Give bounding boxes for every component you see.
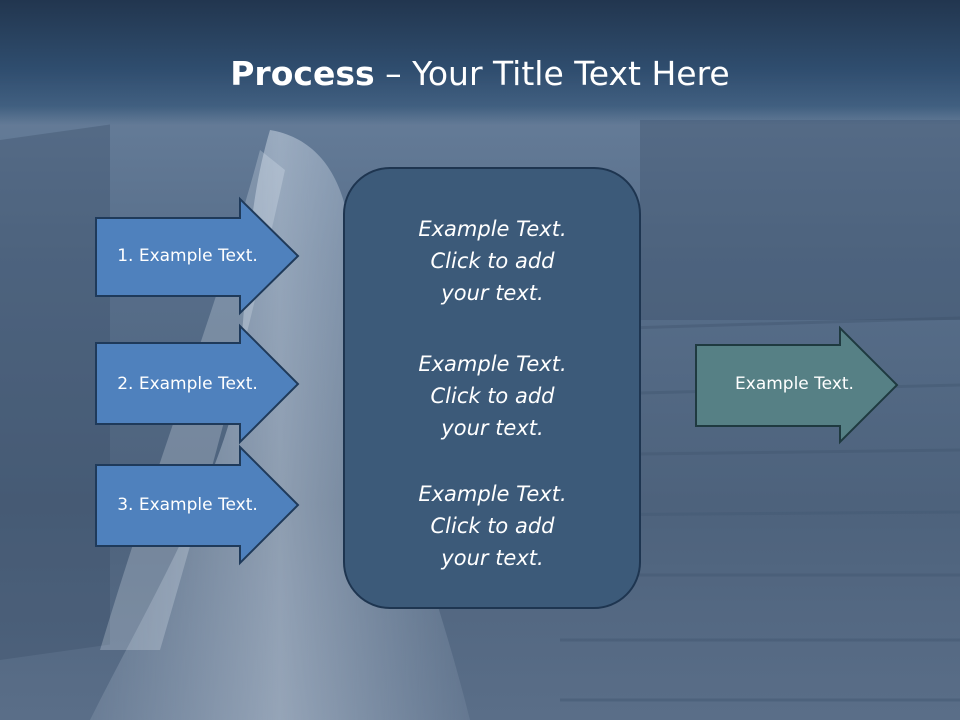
output-label: Example Text.	[735, 374, 854, 394]
input-label-3: 3. Example Text.	[117, 495, 258, 515]
center-line: your text.	[441, 281, 544, 305]
input-label-2: 2. Example Text.	[117, 374, 258, 394]
title-bold: Process	[230, 54, 375, 93]
title-bar	[0, 0, 960, 125]
slide-title[interactable]: Process – Your Title Text Here	[0, 52, 960, 96]
center-text-block-1[interactable]: Example Text. Click to add your text.	[345, 213, 640, 309]
center-text-block-3[interactable]: Example Text. Click to add your text.	[345, 478, 640, 574]
center-line: your text.	[441, 416, 544, 440]
output-arrow[interactable]	[695, 325, 899, 445]
center-line: Click to add	[430, 514, 555, 538]
center-process-box[interactable]	[343, 167, 641, 609]
input-arrow-1[interactable]	[95, 196, 300, 316]
center-line: Example Text.	[418, 217, 567, 241]
input-arrow-2[interactable]	[95, 323, 300, 445]
center-text-block-2[interactable]: Example Text. Click to add your text.	[345, 348, 640, 444]
title-rest: – Your Title Text Here	[374, 54, 730, 93]
input-arrow-3[interactable]	[95, 444, 300, 566]
input-label-1: 1. Example Text.	[117, 246, 258, 266]
center-line: Example Text.	[418, 352, 567, 376]
center-line: Click to add	[430, 384, 555, 408]
center-line: Click to add	[430, 249, 555, 273]
railing	[0, 120, 960, 660]
center-line: your text.	[441, 546, 544, 570]
center-line: Example Text.	[418, 482, 567, 506]
